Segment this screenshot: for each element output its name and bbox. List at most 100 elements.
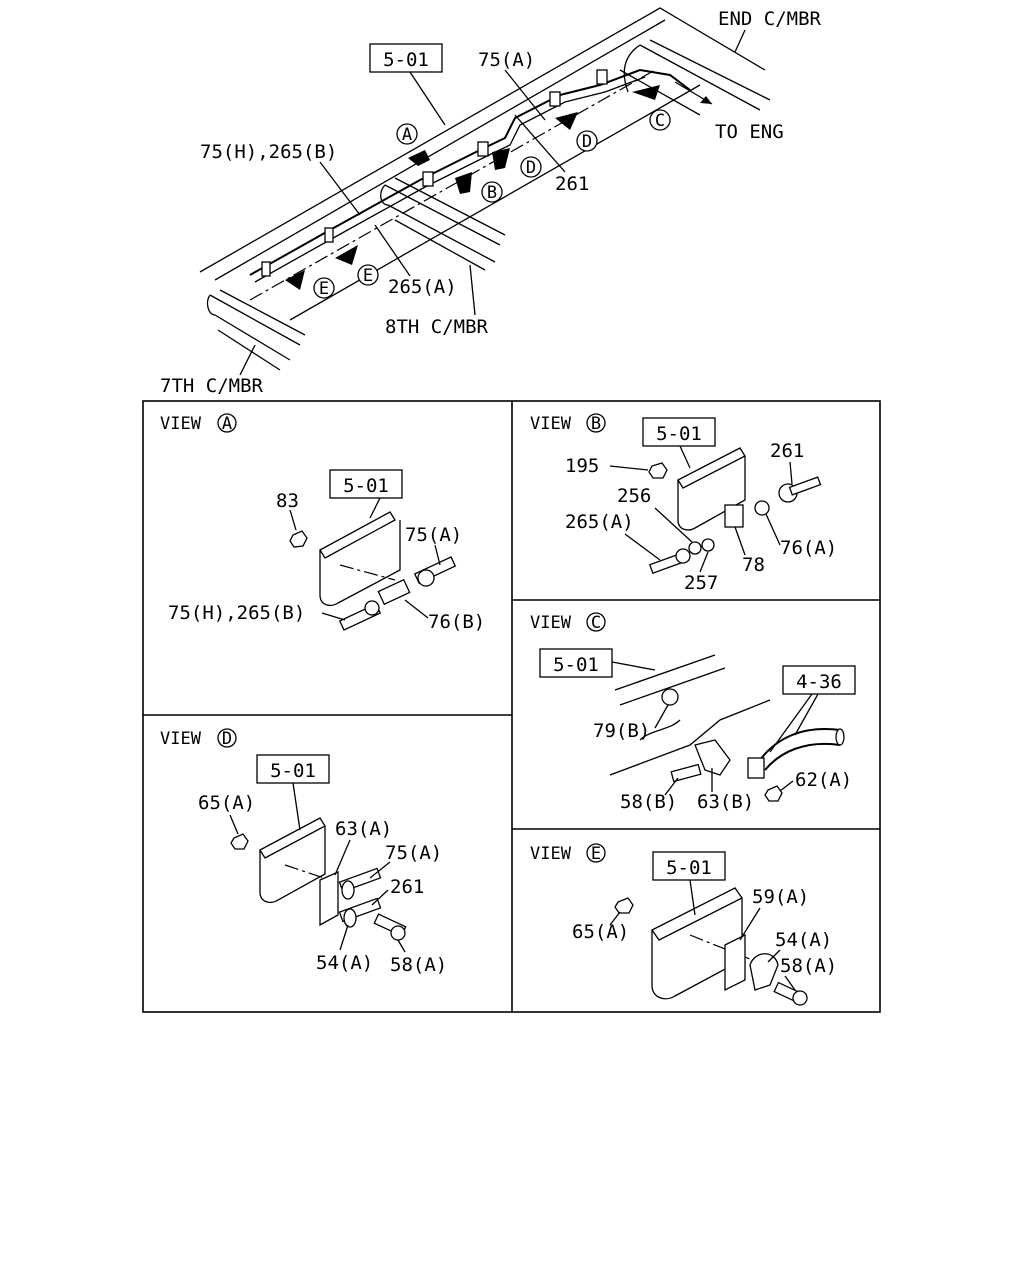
svg-text:D: D [526, 158, 536, 178]
leader-8th-cmbr [469, 264, 476, 316]
view-panels-frame [142, 400, 881, 1013]
view-marker-b: B [481, 181, 503, 203]
view-d-label-63a: 63(A) [335, 818, 392, 840]
leader-view-a-75a [434, 544, 441, 566]
leader-view-b-261 [789, 461, 793, 485]
leader-76b [404, 599, 429, 619]
view-b-label-76a: 76(A) [780, 537, 837, 559]
leader-75a [504, 69, 546, 121]
view-e-ref-box: 5-01 [652, 851, 726, 881]
view-a-label-75h-265b: 75(H),265(B) [168, 602, 305, 624]
leader-75h-265b [319, 161, 361, 216]
view-e-bracket-top [651, 887, 743, 941]
view-b-label-195: 195 [565, 455, 599, 477]
leader-view-e-65a [609, 911, 621, 926]
view-e-bolt-head [792, 990, 808, 1006]
view-c-frame-curve [639, 719, 681, 741]
view-c-clamp-63b [694, 739, 731, 776]
view-d-pipe-end-2 [343, 908, 357, 928]
seventh-crossmember [209, 289, 306, 371]
leader-view-d-75a [369, 861, 391, 879]
view-marker-d-1: D [520, 156, 542, 178]
view-c-arrow [632, 85, 660, 100]
leader-view-b-5-01 [679, 445, 691, 469]
view-d-label-261: 261 [390, 876, 424, 898]
view-e-arrow-1 [335, 245, 358, 265]
view-d-pipe-end-1 [341, 880, 355, 900]
view-d-marker-circle [217, 728, 237, 748]
svg-text:E: E [363, 266, 373, 286]
view-a-fitting-2 [364, 600, 380, 616]
view-b-marker-circle [586, 413, 606, 433]
view-d-label-65a: 65(A) [198, 792, 255, 814]
view-c-panel: VIEW C 5-01 4-36 79(B) 62(A) 58(B) [530, 612, 856, 813]
view-a-label-76b: 76(B) [428, 611, 485, 633]
label-end-cmbr: END C/MBR [718, 8, 822, 30]
leader-5-01 [409, 71, 446, 126]
view-e-label-58a: 58(A) [780, 955, 837, 977]
view-b-marker: B [591, 414, 601, 434]
view-b-bracket-web [677, 456, 746, 531]
view-b-bracket-top [677, 447, 746, 489]
view-marker-e-1: E [357, 264, 379, 286]
leader-58b [664, 777, 679, 796]
leader-view-d-58a [397, 939, 406, 953]
view-d-arrow-2 [555, 112, 578, 130]
pipe-clip [422, 171, 434, 187]
view-e-arrow-2 [285, 270, 305, 290]
view-b-label-256: 256 [617, 485, 651, 507]
leader-view-a-5-01 [369, 497, 381, 519]
view-c-fitting [747, 757, 765, 779]
view-b-fitting-2 [675, 548, 691, 564]
view-c-bolt-58b [670, 763, 702, 783]
view-c-label-63b: 63(B) [697, 791, 754, 813]
view-b-title: VIEW [530, 414, 572, 434]
view-d-label-58a: 58(A) [390, 954, 447, 976]
seventh-crossmember-flange [206, 294, 216, 316]
view-c-hose-bottom [764, 742, 841, 771]
view-a-nut-83 [289, 530, 308, 548]
view-a-ref-box: 5-01 [329, 469, 403, 499]
view-d-arrow-1 [492, 148, 510, 170]
frame-rail-lower-edge [289, 84, 701, 321]
label-to-eng: TO ENG [715, 121, 784, 143]
view-c-label-58b: 58(B) [620, 791, 677, 813]
pipe-clip [261, 261, 271, 277]
leader-end-cmbr [734, 29, 746, 53]
view-b-label-257: 257 [684, 572, 718, 594]
view-c-frame-rail [614, 654, 726, 706]
view-e-nut-65a [614, 897, 634, 914]
overview-drawing: A B C D D E E 5-01 [160, 7, 822, 397]
frame-rail-centerline [249, 69, 656, 301]
view-e-bracket-web [651, 898, 743, 1000]
leader-view-c-5-01 [611, 661, 656, 671]
leader-59a [739, 907, 761, 941]
view-c-ref-box-4-36: 4-36 [782, 665, 856, 695]
pipe-clip [324, 227, 334, 243]
view-b-clip-78 [724, 504, 744, 528]
end-crossmember [619, 39, 771, 116]
view-e-marker-circle [586, 843, 606, 863]
view-c-marker-circle [586, 612, 606, 632]
view-c-bolt-79b [661, 688, 679, 706]
leader-view-d-5-01 [292, 782, 301, 831]
leader-261 [514, 114, 566, 173]
view-b-label-78: 78 [742, 554, 765, 576]
view-b-nut-76a [754, 500, 770, 516]
leader-view-b-265a [624, 533, 661, 561]
view-d-nut-65a [230, 833, 249, 850]
view-a-label-83: 83 [276, 490, 299, 512]
svg-text:5-01: 5-01 [553, 654, 599, 676]
svg-text:A: A [402, 125, 412, 145]
view-b-pipe-261 [788, 476, 822, 496]
view-e-clip-54a [749, 953, 779, 991]
leader-view-e-54a [767, 949, 781, 963]
view-a-fitting [417, 569, 435, 587]
fuel-pipe-1 [249, 68, 691, 276]
leader-76a [765, 513, 781, 546]
view-c-frame-lower [609, 699, 771, 776]
label-7th-cmbr: 7TH C/MBR [160, 375, 264, 397]
leader-78 [734, 526, 746, 556]
view-a-connector-76b [377, 578, 411, 606]
svg-text:C: C [655, 111, 665, 131]
